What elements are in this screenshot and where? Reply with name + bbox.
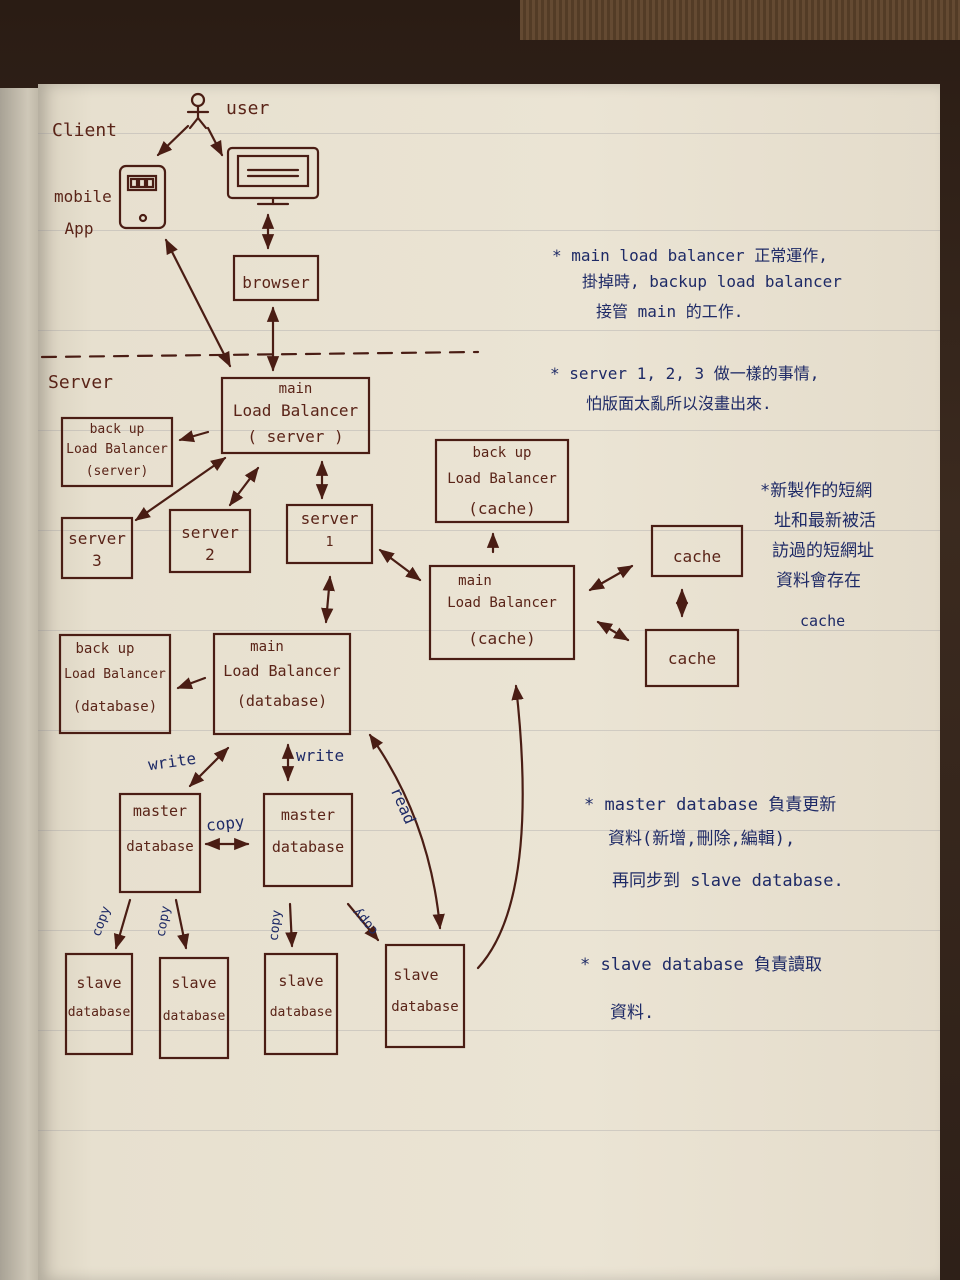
desktop-monitor-icon bbox=[226, 146, 320, 206]
server-section-label: Server bbox=[48, 372, 114, 393]
note-cache-line5: cache bbox=[800, 612, 846, 630]
server1-box bbox=[285, 503, 374, 565]
write-right-label: write bbox=[296, 746, 345, 765]
fabric-edge bbox=[520, 0, 960, 40]
ruled-line bbox=[38, 430, 940, 431]
server2-label-1: server bbox=[181, 523, 239, 542]
master-db-left-label-1: master bbox=[132, 802, 188, 820]
note-cache-line2: 址和最新被活 bbox=[774, 511, 876, 531]
mobile-app-label-line1: mobile bbox=[54, 187, 112, 206]
note-servers-line2: 怕版面太亂所以沒畫出來. bbox=[586, 394, 772, 413]
main-lb-cache-label-2: Load Balancer bbox=[447, 595, 557, 611]
server2-label-2: 2 bbox=[205, 545, 215, 564]
browser-box bbox=[232, 254, 320, 302]
note-cache-line4: 資料會存在 bbox=[776, 571, 861, 591]
backup-lb-cache-label-3: (cache) bbox=[468, 499, 536, 518]
backup-lb-cache-box bbox=[434, 438, 570, 524]
main-lb-server-label-3: ( server ) bbox=[247, 427, 344, 446]
note-master-db-line3: 再同步到 slave database. bbox=[612, 871, 844, 891]
master-db-right-label-1: master bbox=[280, 806, 336, 824]
server3-box bbox=[60, 516, 134, 580]
note-servers-line1: * server 1, 2, 3 做一樣的事情, bbox=[550, 364, 820, 383]
cache-top-label: cache bbox=[672, 547, 722, 566]
slave-db-3-box bbox=[263, 952, 339, 1056]
ruled-line bbox=[38, 1130, 940, 1131]
ruled-line bbox=[38, 630, 940, 631]
master-db-left-box bbox=[118, 792, 202, 894]
note-lb-backup-line3: 接管 main 的工作. bbox=[596, 302, 744, 321]
arrows bbox=[113, 124, 689, 970]
ruled-line bbox=[38, 530, 940, 531]
backup-lb-cache-label-2: Load Balancer bbox=[447, 471, 557, 487]
note-master-db-line1: * master database 負責更新 bbox=[584, 795, 837, 815]
backup-lb-db-label-1: back up bbox=[75, 641, 135, 657]
slave-db-4-box bbox=[384, 943, 466, 1049]
ruled-line bbox=[38, 930, 940, 931]
note-master-db-line2: 資料(新增,刪除,編輯), bbox=[608, 829, 796, 849]
cache-top-box bbox=[650, 524, 744, 578]
backup-lb-server-box bbox=[60, 416, 174, 488]
copy-masters-label: copy bbox=[205, 812, 246, 835]
master-db-right-label-2: database bbox=[271, 838, 345, 856]
main-lb-db-label-1: main bbox=[250, 639, 284, 655]
client-section-label: Client bbox=[52, 120, 118, 141]
slave-db-3-label-1: slave bbox=[278, 972, 324, 990]
main-lb-server-box bbox=[220, 376, 371, 455]
cache-bottom-label: cache bbox=[667, 649, 717, 668]
note-slave-db-line2: 資料. bbox=[610, 1003, 655, 1023]
ruled-line bbox=[38, 830, 940, 831]
main-lb-server-label-1: main bbox=[278, 381, 313, 397]
backup-lb-server-label-3: (server) bbox=[85, 464, 149, 479]
cache-bottom-box bbox=[644, 628, 740, 688]
server1-label-1: server bbox=[300, 509, 359, 528]
ruled-line bbox=[38, 330, 940, 331]
slave-db-1-label-2: database bbox=[67, 1005, 131, 1020]
main-lb-cache-box bbox=[428, 564, 576, 661]
backup-lb-db-label-2: Load Balancer bbox=[64, 667, 166, 682]
backup-lb-db-box bbox=[58, 633, 172, 735]
ruled-line bbox=[38, 133, 940, 134]
user-label: user bbox=[226, 98, 270, 119]
ruled-line bbox=[38, 230, 940, 231]
ruled-line bbox=[38, 1030, 940, 1031]
main-lb-db-label-3: (database) bbox=[236, 692, 328, 710]
notebook-left-page bbox=[0, 88, 40, 1280]
server3-label-2: 3 bbox=[92, 551, 102, 570]
main-lb-db-label-2: Load Balancer bbox=[223, 662, 341, 680]
note-cache-line1: *新製作的短網 bbox=[760, 481, 873, 501]
note-slave-db-line1: * slave database 負責讀取 bbox=[580, 955, 822, 975]
master-db-right-box bbox=[262, 792, 354, 888]
slave-db-4-label-2: database bbox=[391, 999, 459, 1015]
backup-lb-server-label-1: back up bbox=[89, 422, 145, 437]
slave-db-2-label-1: slave bbox=[171, 974, 217, 992]
slave-db-4-label-1: slave bbox=[393, 966, 439, 984]
slave-db-1-label-1: slave bbox=[76, 974, 122, 992]
master-db-left-label-2: database bbox=[126, 839, 194, 855]
main-lb-cache-label-3: (cache) bbox=[468, 629, 536, 648]
slave-db-2-box bbox=[158, 956, 230, 1060]
main-lb-cache-label-1: main bbox=[458, 573, 492, 589]
user-stick-figure-icon bbox=[186, 92, 210, 130]
slave-db-3-label-2: database bbox=[269, 1005, 333, 1020]
main-lb-db-box bbox=[212, 632, 352, 736]
slave-db-1-box bbox=[64, 952, 134, 1056]
mobile-phone-icon bbox=[118, 164, 167, 230]
main-lb-server-label-2: Load Balancer bbox=[232, 401, 359, 420]
server1-label-2: 1 bbox=[325, 535, 334, 550]
browser-label: browser bbox=[242, 273, 310, 292]
ruled-line bbox=[38, 730, 940, 731]
backup-lb-cache-label-1: back up bbox=[472, 445, 532, 461]
server3-label-1: server bbox=[68, 529, 126, 548]
note-lb-backup-line1: * main load balancer 正常運作, bbox=[552, 246, 828, 265]
slave-db-2-label-2: database bbox=[162, 1009, 226, 1024]
backup-lb-db-label-3: (database) bbox=[72, 699, 158, 715]
mobile-app-label-line2: App bbox=[64, 219, 94, 238]
note-lb-backup-line2: 掛掉時, backup load balancer bbox=[582, 272, 842, 291]
note-cache-line3: 訪過的短網址 bbox=[772, 541, 874, 561]
backup-lb-server-label-2: Load Balancer bbox=[66, 442, 168, 457]
